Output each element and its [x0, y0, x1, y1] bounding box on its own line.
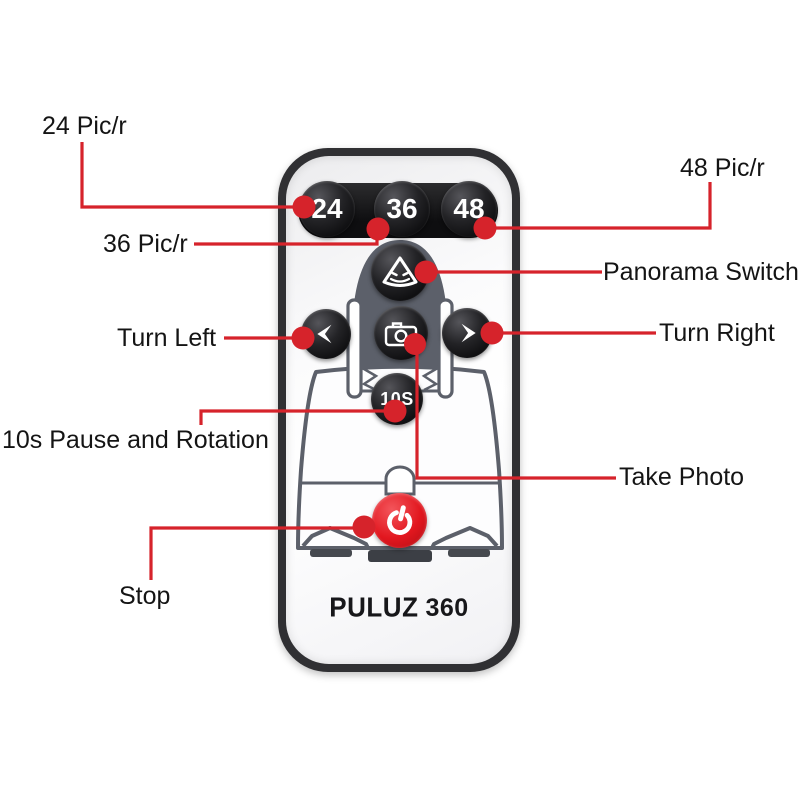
annotation-label-24picr: 24 Pic/r [42, 112, 127, 140]
button-24-label: 24 [311, 193, 343, 224]
left-arrow-icon [317, 324, 332, 344]
button-10s-label: 10S [380, 388, 414, 409]
button-24-pic: 24 [299, 181, 355, 237]
annotation-label-stop: Stop [119, 582, 171, 610]
button-stop-power [372, 493, 427, 548]
annotation-label-48picr: 48 Pic/r [680, 154, 765, 182]
annotation-label-turn-right: Turn Right [659, 319, 775, 347]
annotation-label-turn-left: Turn Left [117, 324, 217, 352]
button-48-label: 48 [453, 193, 485, 224]
brand-suffix: 360 [425, 594, 469, 622]
annotation-label-take-photo: Take Photo [619, 463, 745, 491]
right-arrow-icon [461, 323, 476, 343]
power-icon [386, 504, 412, 535]
callout-line-24picr [80, 142, 296, 209]
button-turn-right [442, 308, 492, 358]
annotation-label-10s: 10s Pause and Rotation [2, 426, 269, 454]
brand-name: PULUZ [329, 591, 419, 623]
callout-line-48picr [494, 182, 712, 230]
button-36-label: 36 [386, 193, 418, 224]
button-turn-left [301, 309, 351, 359]
button-10s-pause: 10S [371, 373, 423, 425]
panorama-triangle-smiley-icon [382, 256, 418, 287]
annotation-label-panorama: Panorama Switch [603, 258, 799, 286]
button-48-pic: 48 [441, 181, 497, 237]
annotation-label-36picr: 36 Pic/r [103, 230, 188, 258]
camera-icon [384, 321, 418, 346]
button-take-photo [374, 306, 428, 360]
button-panorama-switch [371, 243, 429, 301]
button-36-pic: 36 [374, 181, 430, 237]
